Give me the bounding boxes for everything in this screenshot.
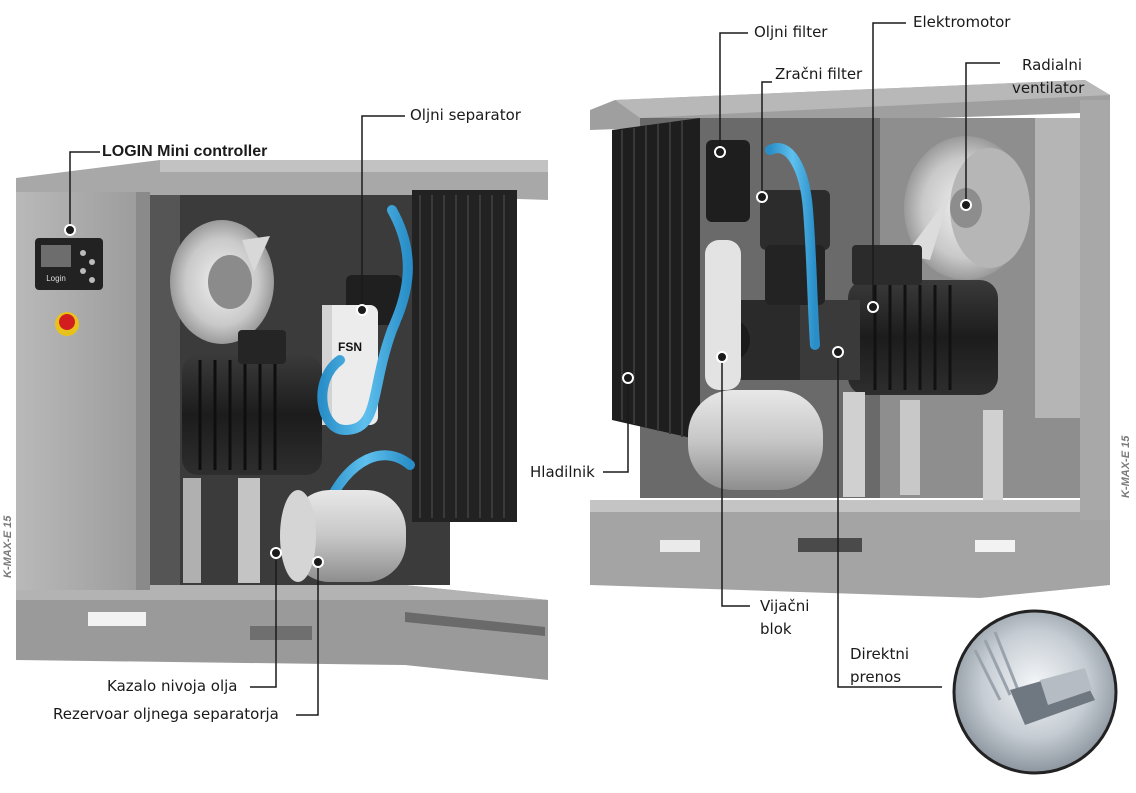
left-radial-fan <box>170 220 274 344</box>
left-electric-motor <box>182 330 322 475</box>
right-air-hose <box>765 143 820 350</box>
dot-direct-drive <box>832 346 844 358</box>
label-direct-drive-line1: Direktni <box>850 645 910 663</box>
right-radial-fan <box>904 136 1030 280</box>
oil-filter-canister <box>706 140 750 222</box>
direct-drive-detail-circle <box>952 609 1118 775</box>
right-electric-motor <box>848 245 998 395</box>
leader-lines <box>69 22 1000 716</box>
dot-fan <box>960 199 972 211</box>
dot-separator-tank <box>312 556 324 568</box>
label-login-mini-controller: LOGIN Mini controller <box>102 143 268 160</box>
dot-oil-separator <box>356 304 368 316</box>
model-side-text-left: K-MAX-E 15 <box>2 515 14 578</box>
label-fan-line1: Radialni <box>1022 56 1083 74</box>
label-oil-separator: Oljni separator <box>410 106 521 124</box>
right-compressor-unit <box>590 80 1110 598</box>
controller-screen-text: Login <box>46 274 66 283</box>
left-oil-hose <box>317 205 413 436</box>
dot-air-filter <box>756 191 768 203</box>
air-filter-housing <box>760 190 830 305</box>
oil-separator-tank <box>271 490 406 582</box>
dot-controller <box>64 224 76 236</box>
left-compressor-unit: Login FSN <box>16 160 548 680</box>
login-mini-controller: Login <box>35 238 103 290</box>
leader-dots <box>64 146 972 568</box>
label-cooler: Hladilnik <box>530 463 595 481</box>
label-electric-motor: Elektromotor <box>913 13 1011 31</box>
label-separator-tank: Rezervoar oljnega separatorja <box>53 705 279 723</box>
dot-screw-block <box>716 351 728 363</box>
model-side-text-right: K-MAX-E 15 <box>1120 435 1132 498</box>
dot-cooler <box>622 372 634 384</box>
dot-oil-filter <box>714 146 726 158</box>
label-fan-line2: ventilator <box>1012 79 1085 97</box>
filter-brand-text: FSN <box>338 340 362 354</box>
dot-motor <box>867 301 879 313</box>
label-air-filter: Zračni filter <box>775 65 863 83</box>
dot-oil-level <box>270 547 282 559</box>
right-cooler <box>612 118 700 440</box>
label-screw-block-line2: blok <box>760 620 792 638</box>
label-screw-block-line1: Vijačni <box>760 597 810 615</box>
emergency-stop-button <box>55 312 79 336</box>
label-oil-filter: Oljni filter <box>754 23 828 41</box>
left-cooler <box>412 190 517 522</box>
label-direct-drive-line2: prenos <box>850 668 902 686</box>
label-oil-level-indicator: Kazalo nivoja olja <box>107 677 238 695</box>
